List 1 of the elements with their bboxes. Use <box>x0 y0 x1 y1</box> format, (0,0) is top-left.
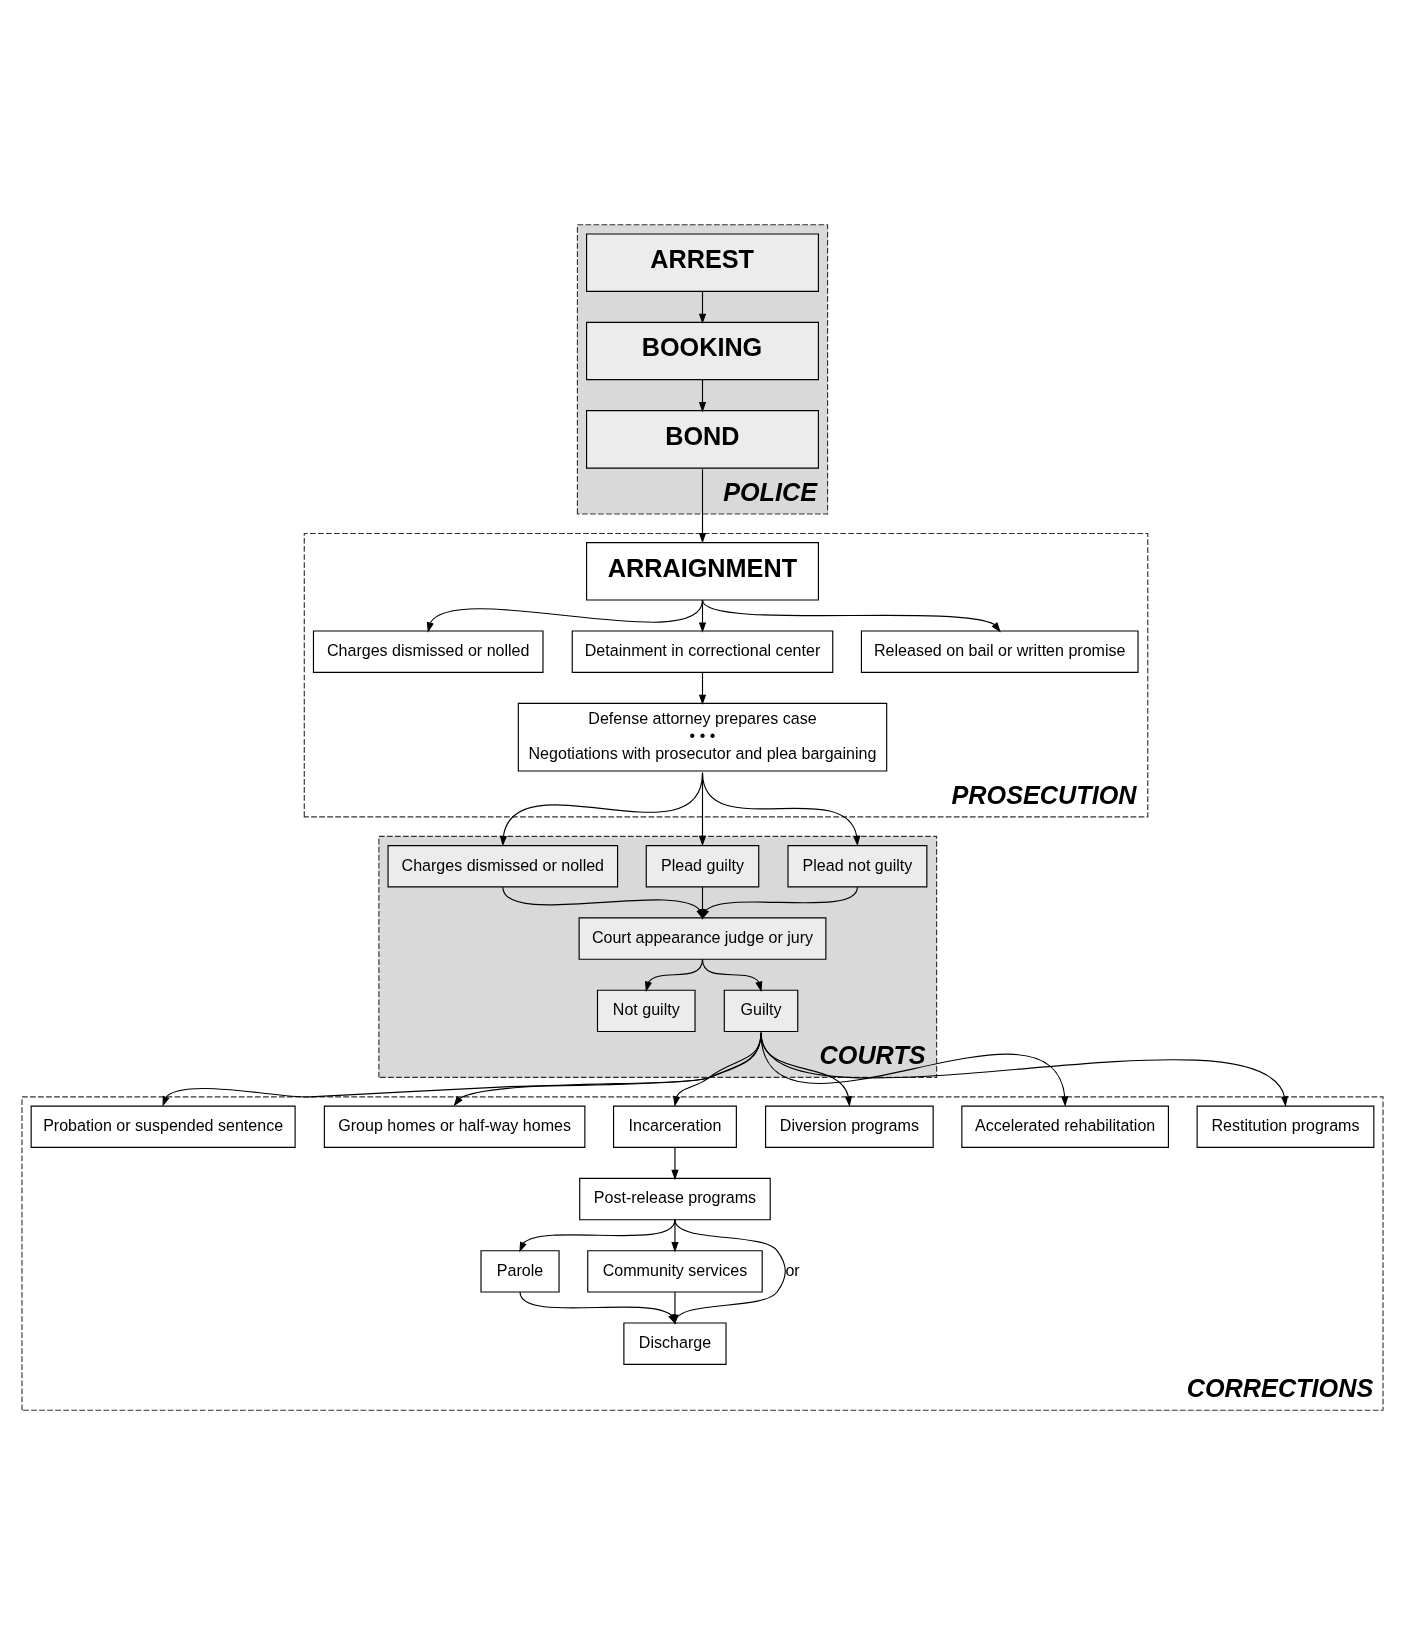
edge-label: or <box>785 1260 800 1279</box>
